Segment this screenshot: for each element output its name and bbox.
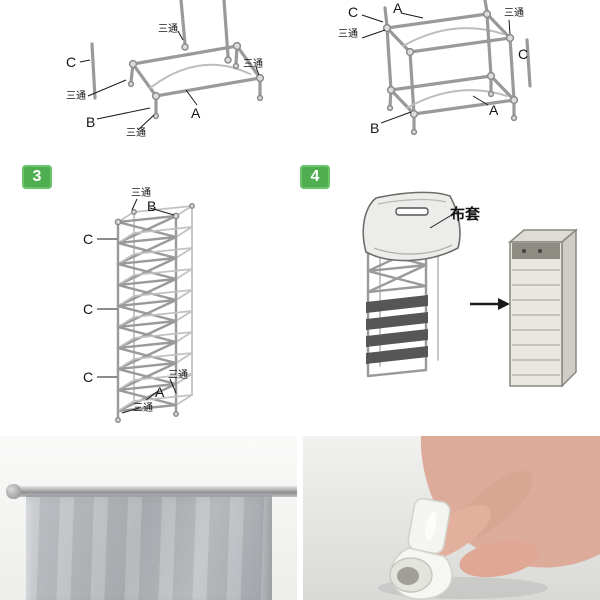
fabric-cover-label: 布套 <box>450 206 481 223</box>
fabric-cover-drawing <box>362 191 461 262</box>
part-a-label: A <box>155 384 165 400</box>
leader-lines <box>79 30 260 131</box>
part-c-label: C <box>66 54 77 70</box>
part-c-label: C <box>83 231 94 247</box>
plastic-connector <box>389 497 453 600</box>
connector-label: 三通 <box>131 188 151 199</box>
step-4-badge: 4 <box>300 165 330 189</box>
connector-label: 三通 <box>126 128 146 139</box>
part-c-label: C <box>83 369 94 385</box>
part-b-label: B <box>86 114 96 130</box>
shelf-assembly-diagram-2 <box>361 0 532 136</box>
gray-fabric-panel <box>26 493 272 600</box>
part-a-label: A <box>489 102 499 118</box>
cover-installation-diagram <box>362 191 579 388</box>
connector-label: 三通 <box>338 29 358 40</box>
cover-handle <box>395 207 429 216</box>
part-a-label: A <box>393 0 403 16</box>
leader-lines <box>361 12 511 124</box>
leader-lines <box>97 198 177 414</box>
hanging-pole <box>6 486 297 497</box>
cover-leader-line <box>429 215 451 229</box>
step-3-badge: 3 <box>22 165 52 189</box>
two-tier-frame <box>382 0 532 136</box>
part-b-label: B <box>370 120 380 136</box>
open-flap <box>512 243 560 259</box>
connector-label: 三通 <box>66 91 86 102</box>
part-c-label: C <box>518 46 529 62</box>
part-a-label: A <box>191 105 201 121</box>
connector-label: 三通 <box>158 24 178 35</box>
pole-end-cap <box>6 484 21 499</box>
connector-label: 三通 <box>168 370 188 381</box>
connector-label: 三通 <box>243 59 263 70</box>
photo-hand-holding-connector <box>303 436 600 600</box>
connector-label: 三通 <box>133 403 153 414</box>
part-c-label: C <box>348 4 359 20</box>
shelf-frame <box>90 0 265 120</box>
part-c-label: C <box>83 301 94 317</box>
tower-frame <box>114 203 195 423</box>
hand-photo-illustration <box>303 436 600 600</box>
part-b-label: B <box>147 198 157 214</box>
connector-label: 三通 <box>504 8 524 19</box>
photo-fabric-curtain <box>0 436 297 600</box>
tower-assembly-diagram <box>97 198 195 423</box>
shelf-assembly-diagram-1 <box>79 0 265 131</box>
finished-rack-drawing <box>507 228 579 388</box>
arrow-right-icon <box>470 298 510 310</box>
hand <box>413 436 600 578</box>
